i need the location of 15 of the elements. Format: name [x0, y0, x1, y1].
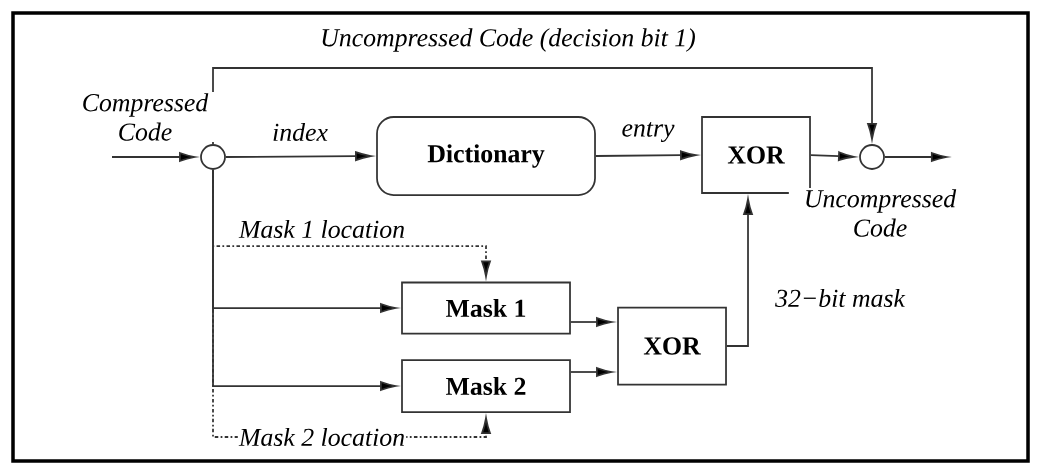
edge-label: index [270, 121, 330, 143]
edge-label: Uncompressed Code (decision bit 1) [319, 27, 697, 53]
arrow [212, 67, 877, 145]
edge-label: Mask 1 location [237, 218, 407, 240]
edge-label: Uncompressed Code [788, 188, 972, 238]
edge-label: Compressed Code [67, 92, 223, 142]
mask-box: Mask 2 [401, 359, 571, 413]
edge-label: entry [620, 120, 676, 144]
xor-box: XOR [617, 306, 727, 386]
edge-label: 32−bit mask [773, 287, 907, 309]
junction-circle [200, 144, 226, 170]
dictionary-box: Dictionary [376, 116, 596, 196]
junction-circle [859, 144, 885, 170]
mask-box: Mask 1 [401, 281, 571, 335]
edge-label: Mask 2 location [237, 426, 407, 448]
